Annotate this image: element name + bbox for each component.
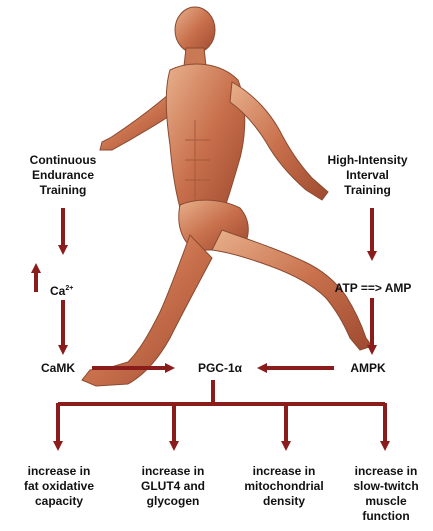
pgc-1-alpha-label: PGC-1α — [180, 361, 260, 376]
calcium-base: Ca — [50, 284, 65, 298]
hiit-line-3: Training — [310, 183, 425, 198]
outcome-line: function — [340, 509, 432, 524]
high-intensity-interval-training-label: High-Intensity Interval Training — [310, 153, 425, 198]
outcome-line: muscle — [340, 494, 432, 509]
cet-line-2: Endurance — [8, 168, 118, 183]
outcome-line: glycogen — [124, 494, 222, 509]
outcome-line: GLUT4 and — [124, 479, 222, 494]
hiit-line-1: High-Intensity — [310, 153, 425, 168]
outcome-line: increase in — [10, 464, 108, 479]
calcium-label: Ca2+ — [50, 281, 90, 299]
outcome-line: mitochondrial — [235, 479, 333, 494]
cet-line-1: Continuous — [8, 153, 118, 168]
outcome-line: slow-twitch — [340, 479, 432, 494]
calcium-charge: 2+ — [65, 285, 73, 292]
hiit-line-2: Interval — [310, 168, 425, 183]
ampk-label: AMPK — [338, 361, 398, 376]
outcome-line: capacity — [10, 494, 108, 509]
runner-neck — [184, 48, 206, 66]
outcome-glut4-glycogen: increase in GLUT4 and glycogen — [124, 464, 222, 509]
cet-line-3: Training — [8, 183, 118, 198]
outcome-line: increase in — [124, 464, 222, 479]
runner-head — [175, 7, 215, 53]
outcome-mitochondrial-density: increase in mitochondrial density — [235, 464, 333, 509]
outcome-line: increase in — [340, 464, 432, 479]
atp-to-amp-label: ATP ==> AMP — [318, 281, 428, 296]
outcome-slow-twitch-muscle-function: increase in slow-twitch muscle function — [340, 464, 432, 524]
outcome-line: density — [235, 494, 333, 509]
outcome-line: increase in — [235, 464, 333, 479]
continuous-endurance-training-label: Continuous Endurance Training — [8, 153, 118, 198]
camk-label: CaMK — [28, 361, 88, 376]
outcome-fat-oxidative-capacity: increase in fat oxidative capacity — [10, 464, 108, 509]
outcome-line: fat oxidative — [10, 479, 108, 494]
